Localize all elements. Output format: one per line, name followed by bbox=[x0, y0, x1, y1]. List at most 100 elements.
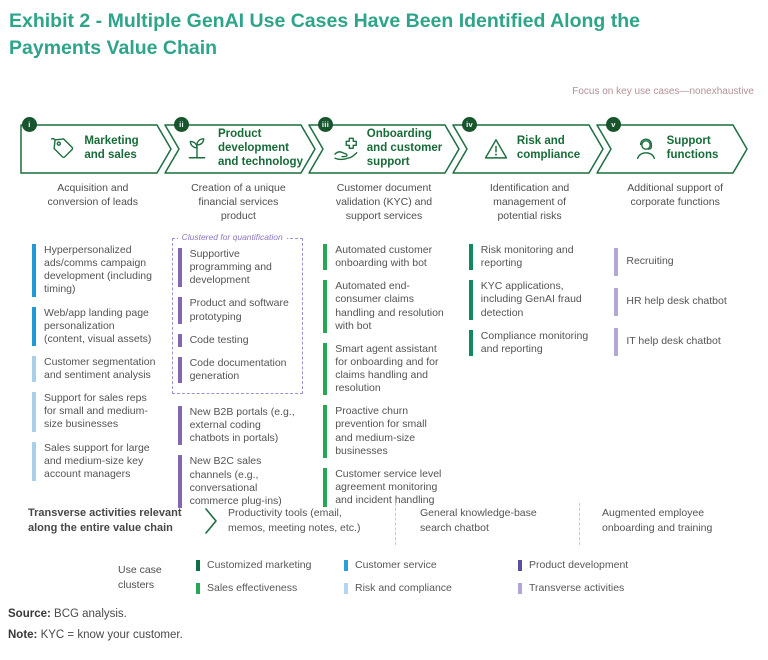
stage-label: Marketing and sales bbox=[84, 135, 139, 161]
cluster-color-bar bbox=[32, 355, 36, 383]
use-case-text: Compliance monitoring and reporting bbox=[480, 329, 589, 355]
use-case-item: Customer service level agreement monitor… bbox=[323, 467, 447, 508]
chevron-shape bbox=[164, 124, 316, 174]
use-case-text: Smart agent assistant for onboarding and… bbox=[335, 342, 439, 395]
source-text: BCG analysis. bbox=[50, 608, 127, 620]
stage-risk-compliance: iv Risk and compliance bbox=[452, 117, 604, 177]
use-case-item: Hyperpersonalized ads/comms campaign dev… bbox=[32, 244, 156, 297]
stage-description: Customer document validation (KYC) and s… bbox=[335, 182, 433, 222]
use-case-item: Customer segmentation and sentiment anal… bbox=[32, 355, 156, 383]
legend-text: Customized marketing bbox=[207, 559, 312, 571]
use-case-text: Hyperpersonalized ads/comms campaign dev… bbox=[44, 244, 152, 296]
use-case-item: Sales support for large and medium-size … bbox=[32, 441, 156, 481]
value-chain-chevrons: i Marketing and sales ii Product develop… bbox=[20, 117, 748, 177]
stage-badge: i bbox=[22, 117, 37, 132]
stage-label: Product development and technology bbox=[218, 128, 303, 168]
dashed-divider bbox=[579, 503, 580, 545]
use-case-item: New B2B portals (e.g., external coding c… bbox=[177, 406, 304, 446]
legend-column: Customer service Risk and compliance bbox=[344, 558, 452, 604]
legend-text: Transverse activities bbox=[529, 582, 625, 594]
note-text: KYC = know your customer. bbox=[37, 629, 183, 641]
legend-swatch bbox=[518, 559, 522, 571]
transverse-item: General knowledge-base search chatbot bbox=[420, 507, 537, 534]
legend-swatch bbox=[196, 582, 200, 594]
cluster-color-bar bbox=[32, 392, 36, 432]
source-line: Source: BCG analysis. bbox=[8, 608, 127, 620]
cluster-color-bar bbox=[323, 244, 328, 271]
cluster-color-bar bbox=[32, 441, 36, 481]
legend-text: Sales effectiveness bbox=[207, 582, 298, 594]
legend-column: Customized marketing Sales effectiveness bbox=[196, 558, 311, 604]
use-case-text: Product and software prototyping bbox=[189, 297, 289, 323]
use-case-item: Recruiting bbox=[614, 248, 738, 276]
legend-column: Product development Transverse activitie… bbox=[518, 558, 628, 604]
use-case-text: Sales support for large and medium-size … bbox=[44, 441, 150, 480]
transverse-item: Augmented employee onboarding and traini… bbox=[602, 507, 713, 534]
legend-swatch bbox=[196, 559, 200, 571]
use-case-item: Support for sales reps for small and med… bbox=[32, 392, 156, 432]
legend-text: Customer service bbox=[355, 559, 437, 571]
use-case-column-risk: Risk monitoring and reporting KYC applic… bbox=[457, 228, 603, 366]
legend-item: Risk and compliance bbox=[344, 581, 452, 595]
tag-icon bbox=[51, 137, 74, 159]
use-case-item: Proactive churn prevention for small and… bbox=[323, 405, 447, 458]
use-case-text: Customer service level agreement monitor… bbox=[335, 467, 442, 506]
use-case-text: Risk monitoring and reporting bbox=[480, 244, 574, 270]
chevron-shape bbox=[452, 124, 604, 174]
cluster-color-bar bbox=[177, 333, 182, 347]
use-case-item: Web/app landing page personalization (co… bbox=[32, 306, 156, 346]
non-clustered-items: New B2B portals (e.g., external coding c… bbox=[172, 406, 304, 508]
cluster-color-bar bbox=[177, 455, 182, 508]
use-case-item: Code testing bbox=[177, 333, 299, 347]
exhibit-title: Exhibit 2 - Multiple GenAI Use Cases Hav… bbox=[9, 8, 689, 63]
legend-swatch bbox=[518, 582, 522, 594]
stage-description: Acquisition and conversion of leads bbox=[47, 182, 139, 208]
legend-item: Product development bbox=[518, 558, 628, 572]
cluster-color-bar bbox=[614, 248, 619, 276]
stage-label: Support functions bbox=[666, 135, 719, 161]
focus-note: Focus on key use cases—nonexhaustive bbox=[572, 86, 754, 97]
stage-descriptions: Acquisition and conversion of leads Crea… bbox=[20, 182, 748, 224]
cluster-color-bar bbox=[323, 280, 328, 333]
chevron-shape bbox=[20, 124, 172, 174]
legend-text: Risk and compliance bbox=[355, 582, 452, 594]
use-case-text: HR help desk chatbot bbox=[626, 295, 727, 308]
use-case-text: Supportive programming and development bbox=[189, 248, 272, 287]
stage-label: Onboarding and customer support bbox=[366, 128, 443, 168]
transverse-band: Transverse activities relevant along the… bbox=[28, 503, 760, 551]
cluster-color-bar bbox=[177, 356, 182, 383]
hand-plus-icon bbox=[334, 137, 358, 161]
use-case-item: IT help desk chatbot bbox=[614, 328, 738, 356]
source-label: Source: bbox=[8, 608, 51, 620]
stage-badge: iv bbox=[462, 117, 477, 132]
use-case-column-support: Recruiting HR help desk chatbot IT help … bbox=[602, 228, 748, 368]
cluster-color-bar bbox=[468, 280, 473, 320]
cluster-box: Clustered for quantification Supportive … bbox=[171, 232, 304, 394]
use-case-item: Product and software prototyping bbox=[177, 297, 299, 324]
legend-item: Sales effectiveness bbox=[196, 581, 311, 595]
use-case-grid: Hyperpersonalized ads/comms campaign dev… bbox=[20, 228, 748, 518]
legend-text: Product development bbox=[529, 559, 629, 571]
use-case-text: New B2B portals (e.g., external coding c… bbox=[189, 406, 295, 445]
cluster-color-bar bbox=[614, 288, 619, 316]
cluster-color-bar bbox=[177, 297, 182, 324]
legend-item: Transverse activities bbox=[518, 581, 628, 595]
use-case-text: Customer segmentation and sentiment anal… bbox=[44, 355, 156, 381]
stage-support-functions: v Support functions bbox=[596, 117, 748, 177]
use-case-item: Code documentation generation bbox=[177, 356, 299, 383]
note-label: Note: bbox=[8, 629, 38, 641]
cluster-color-bar bbox=[323, 467, 328, 508]
stage-description: Identification and management of potenti… bbox=[489, 182, 570, 222]
use-case-item: Automated customer onboarding with bot bbox=[323, 244, 447, 271]
stage-description: Additional support of corporate function… bbox=[627, 182, 724, 208]
use-case-item: Compliance monitoring and reporting bbox=[468, 329, 593, 356]
use-case-text: Code testing bbox=[189, 333, 249, 346]
support-person-icon bbox=[636, 138, 655, 160]
use-case-item: New B2C sales channels (e.g., conversati… bbox=[177, 455, 304, 508]
use-case-text: Automated end-consumer claims handling a… bbox=[335, 280, 444, 332]
cluster-color-bar bbox=[614, 328, 619, 356]
cluster-color-bar bbox=[468, 329, 473, 356]
stage-badge: ii bbox=[174, 117, 189, 132]
cluster-box-label: Clustered for quantification bbox=[177, 232, 287, 242]
stage-label: Risk and compliance bbox=[516, 135, 581, 161]
